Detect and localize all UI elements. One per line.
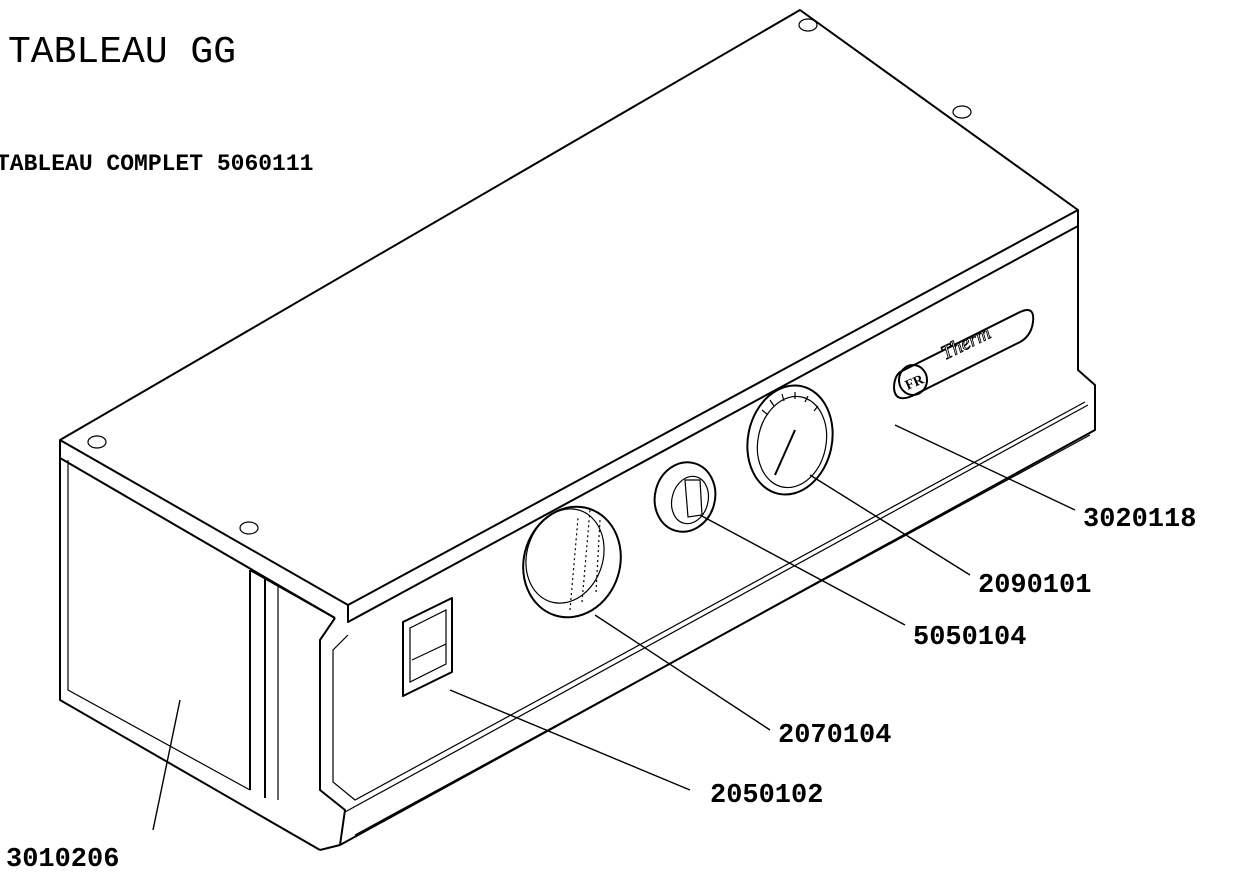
leader-knob [699,514,906,626]
pressure-gauge [746,384,834,496]
assembly-subtitle: TABLEAU COMPLET 5060111 [0,151,313,177]
part-label-knob: 5050104 [913,623,1026,653]
box-body [59,9,1096,851]
page-title: TABLEAU GG [8,31,236,74]
top-lid [59,9,1079,606]
mount-hole [798,18,818,32]
part-label-side-cover: 3010206 [6,845,119,875]
lid-front-edge [347,210,1079,623]
part-label-thermostat: 2070104 [778,721,891,751]
mount-hole [87,435,107,449]
side-panel [59,458,321,851]
side-channel [249,569,336,798]
side-panel-inner [67,460,251,791]
lid-left-edge [59,440,336,619]
thermostat-dial [522,505,622,619]
part-label-manometer: 2090101 [978,571,1091,601]
control-knob [653,461,717,533]
leader-lines [152,424,1076,831]
bottom-rail-line [354,434,1091,836]
part-label-switch: 2050102 [710,781,823,811]
leader-thermostat [594,614,771,731]
mount-hole [952,105,972,119]
leader-side-cover [152,699,181,831]
leader-front-panel [894,424,1076,511]
part-label-front-panel: 3020118 [1083,505,1196,535]
front-panel [319,226,1096,846]
logo-mark: FR [903,372,927,394]
bottom-rail [319,844,341,851]
front-panel-inner [332,401,1086,801]
bottom-rail-line [344,404,1089,813]
leader-switch [449,689,691,791]
brand-logo: FR Therm [893,309,1035,400]
mount-hole [239,521,259,535]
rocker-switch [402,597,453,697]
leader-manometer [809,474,971,576]
